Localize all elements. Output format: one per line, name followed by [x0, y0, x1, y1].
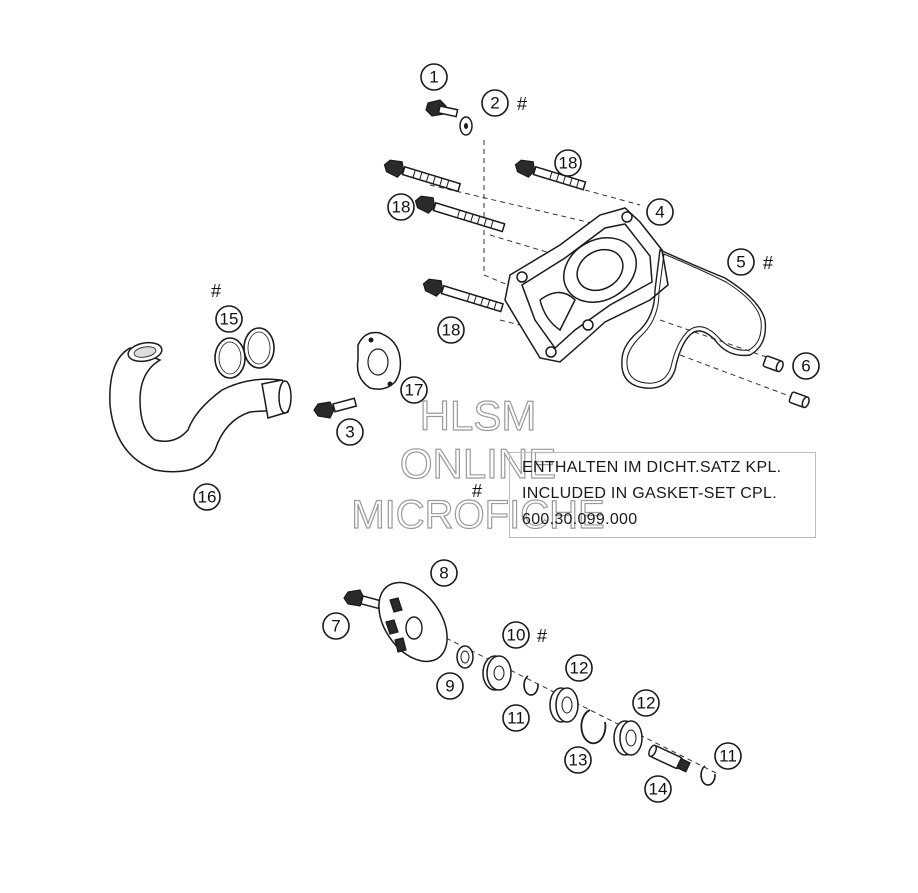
svg-text:16: 16 [198, 488, 217, 507]
svg-text:15: 15 [220, 310, 239, 329]
part-5-gasket [621, 248, 767, 389]
svg-text:MICROFICHE: MICROFICHE [351, 493, 604, 537]
part-1-bolt [425, 99, 459, 118]
callout-13: 13 [564, 746, 592, 774]
part-9-seal-ring [456, 645, 474, 669]
callout-10: 10 [502, 621, 530, 649]
part-13-snap-ring [580, 709, 607, 745]
callout-11b: 11 [714, 742, 742, 770]
callout-14: 14 [644, 775, 672, 803]
note-part-number: 600.30.099.000 [522, 511, 638, 528]
callout-18b: 18 [387, 193, 415, 221]
callout-9: 9 [436, 672, 464, 700]
callout-7: 7 [322, 612, 350, 640]
part-6-dowel-pins [762, 355, 810, 409]
callout-3: 3 [336, 418, 364, 446]
svg-text:5: 5 [736, 253, 745, 272]
callout-4: 4 [646, 198, 674, 226]
part-2-washer [459, 116, 473, 136]
callout-2: 2 [481, 89, 509, 117]
part-16-water-pipe [109, 341, 292, 473]
svg-text:11: 11 [719, 747, 737, 766]
svg-text:13: 13 [569, 751, 588, 770]
callout-17: 17 [400, 376, 428, 404]
watermark: HLSM ONLINE MICROFICHE [351, 391, 606, 537]
callout-1: 1 [420, 63, 448, 91]
callout-12b: 12 [632, 689, 660, 717]
part-7-bolt [343, 589, 382, 610]
svg-text:9: 9 [445, 677, 454, 696]
part-17-flange-gasket [356, 331, 402, 390]
svg-text:2: 2 [490, 94, 499, 113]
part-18-bolts [383, 159, 587, 313]
callout-5: 5 [727, 248, 755, 276]
note-line-english: INCLUDED IN GASKET-SET CPL. [522, 485, 777, 502]
svg-text:18: 18 [442, 321, 461, 340]
part-10-shaft-seal [482, 655, 512, 691]
part-3-screw [313, 397, 358, 419]
svg-text:18: 18 [559, 154, 578, 173]
svg-text:4: 4 [655, 203, 664, 222]
svg-text:8: 8 [439, 564, 448, 583]
part-11-circlips [523, 675, 716, 786]
svg-text:11: 11 [507, 709, 525, 728]
svg-text:ONLINE: ONLINE [400, 440, 556, 487]
svg-text:HLSM: HLSM [420, 392, 537, 439]
svg-text:10: 10 [507, 626, 526, 645]
svg-text:17: 17 [405, 381, 424, 400]
svg-text:6: 6 [801, 357, 810, 376]
part-12-bearings [549, 687, 643, 756]
gasket-set-note: ENTHALTEN IM DICHT.SATZ KPL. INCLUDED IN… [509, 452, 816, 538]
callout-11a: 11 [502, 704, 530, 732]
hash-marker-10: # [537, 626, 547, 646]
part-14-shaft [648, 744, 691, 773]
note-hash-marker: # [472, 481, 483, 501]
svg-text:18: 18 [392, 198, 411, 217]
callout-18c: 18 [437, 316, 465, 344]
callout-6: 6 [792, 352, 820, 380]
callout-18a: 18 [554, 149, 582, 177]
callout-15: 15 [215, 305, 243, 333]
svg-text:12: 12 [570, 659, 589, 678]
svg-text:7: 7 [331, 617, 340, 636]
hash-marker-15: # [211, 281, 221, 301]
part-4-pump-cover [504, 207, 669, 363]
part-8-impeller [378, 581, 448, 663]
part-15-o-rings [214, 327, 275, 379]
callout-16: 16 [193, 483, 221, 511]
svg-text:1: 1 [429, 68, 438, 87]
svg-text:12: 12 [637, 694, 656, 713]
hash-marker-2: # [517, 94, 527, 114]
svg-text:3: 3 [345, 423, 354, 442]
hash-marker-5: # [763, 253, 773, 273]
svg-text:14: 14 [649, 780, 668, 799]
note-line-german: ENTHALTEN IM DICHT.SATZ KPL. [522, 459, 782, 476]
callout-12a: 12 [565, 654, 593, 682]
callout-8: 8 [430, 559, 458, 587]
